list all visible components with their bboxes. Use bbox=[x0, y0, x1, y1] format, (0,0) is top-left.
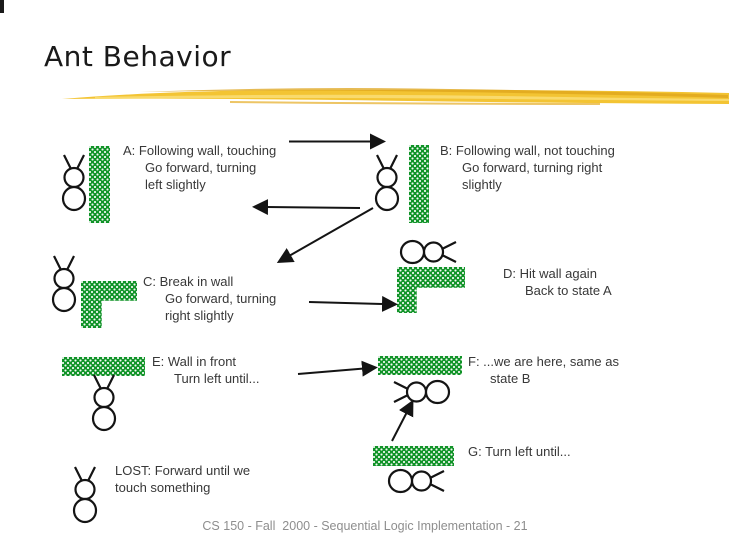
slide-footer: CS 150 - Fall 2000 - Sequential Logic Im… bbox=[202, 519, 528, 533]
state-c-label: C: Break in wall Go forward, turning rig… bbox=[143, 274, 277, 323]
state-b-label: B: Following wall, not touching Go forwa… bbox=[440, 143, 615, 192]
slide-title: Ant Behavior bbox=[44, 40, 232, 73]
wall-g bbox=[373, 446, 454, 466]
state-lost-label: LOST: Forward until we touch something bbox=[115, 463, 251, 495]
wall-b bbox=[409, 145, 429, 223]
wall-a bbox=[89, 146, 110, 223]
state-d-label: D: Hit wall again Back to state A bbox=[503, 266, 612, 298]
state-e-label: E: Wall in front Turn left until... bbox=[152, 354, 260, 386]
screen-corner-artifact bbox=[0, 0, 4, 13]
state-g-label: G: Turn left until... bbox=[468, 444, 571, 459]
wall-f bbox=[378, 356, 462, 375]
wall-e bbox=[62, 357, 145, 376]
state-f-label: F: ...we are here, same as state B bbox=[468, 354, 620, 386]
state-a-label: A: Following wall, touching Go forward, … bbox=[123, 143, 277, 192]
